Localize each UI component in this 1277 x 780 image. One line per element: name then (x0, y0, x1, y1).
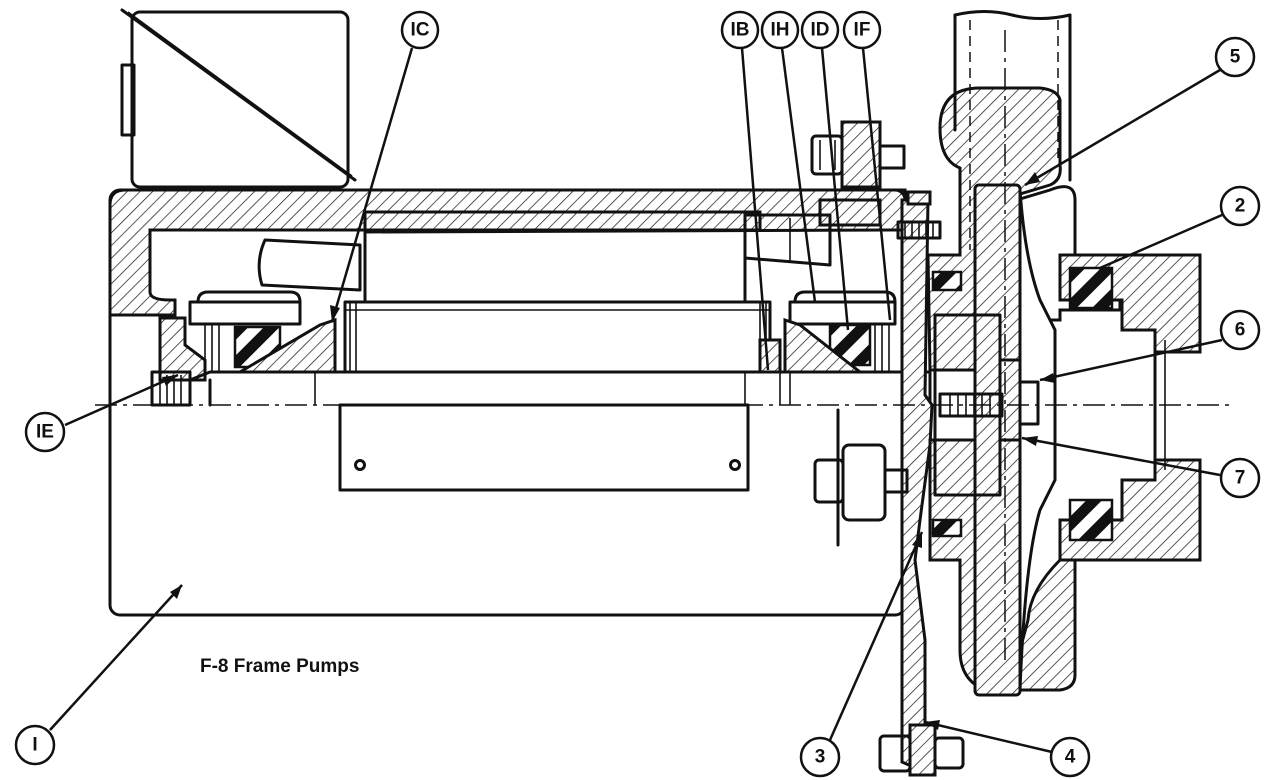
callout-1d: ID (800, 10, 850, 331)
callout-1f-label: IF (854, 20, 871, 41)
callout-7-label: 7 (1235, 468, 1246, 489)
callout-4-label: 4 (1065, 747, 1076, 768)
callout-1e-label: IE (36, 422, 54, 443)
right-bearing-assembly (758, 290, 897, 374)
set-screw (896, 220, 942, 240)
stator-winding-left (257, 238, 362, 292)
callout-5-label: 5 (1230, 47, 1241, 68)
shaft (188, 370, 932, 407)
callout-1b-label: IB (731, 20, 750, 41)
callout-6: 6 (1039, 309, 1261, 383)
callout-1-label: I (32, 735, 37, 756)
bottom-flange-bolt (878, 723, 965, 777)
motor-exterior-lower (338, 403, 840, 547)
callout-1e: IE (24, 373, 179, 453)
upper-bolt (810, 120, 906, 189)
callout-1f: IF (842, 10, 892, 321)
figure-caption: F-8 Frame Pumps (200, 656, 359, 677)
callout-5: 5 (1024, 36, 1256, 187)
callout-1: I (14, 584, 183, 766)
stator-winding-right (743, 213, 832, 267)
discharge-pipe (953, 10, 1072, 250)
callout-2-label: 2 (1235, 196, 1246, 217)
callout-1h: IH (760, 10, 817, 303)
callout-7: 7 (1021, 436, 1261, 499)
rotor-lamination (343, 300, 772, 374)
left-bearing-assembly (150, 290, 337, 407)
callout-3-label: 3 (815, 747, 826, 768)
callout-2: 2 (1099, 185, 1261, 270)
lower-bolt (813, 443, 909, 522)
callout-1d-label: ID (811, 20, 830, 41)
callout-1b: IB (720, 10, 770, 371)
callout-1h-label: IH (771, 20, 790, 41)
pump-casing (926, 86, 1202, 692)
callout-6-label: 6 (1235, 320, 1246, 341)
junction-box (120, 8, 357, 189)
motor-frame (108, 188, 907, 617)
callout-1c: IC (330, 10, 440, 323)
callout-1c-label: IC (411, 20, 430, 41)
callout-3: 3 (799, 531, 924, 778)
callout-4: 4 (924, 720, 1091, 778)
